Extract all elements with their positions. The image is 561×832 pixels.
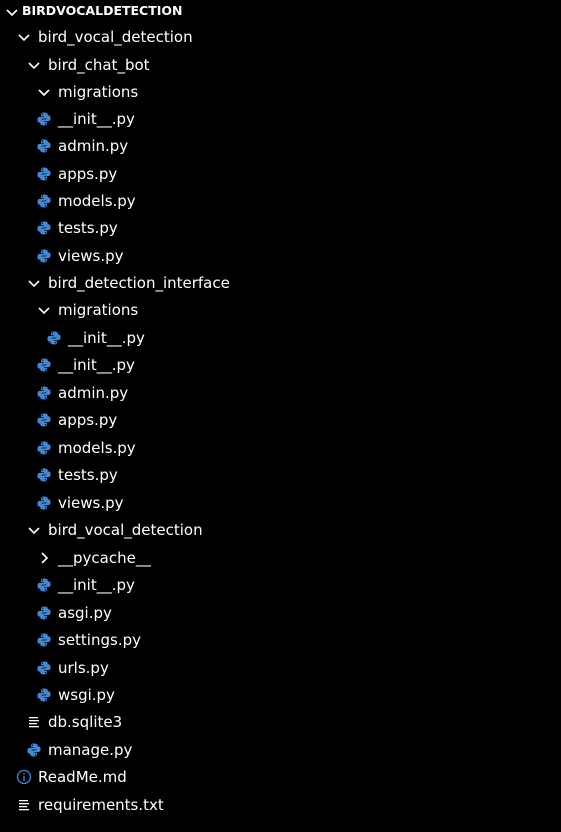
tree-item-label: views.py [58,247,124,265]
python-file-icon [36,193,52,209]
tree-item-label: urls.py [58,659,109,677]
lines-file-icon [26,714,42,730]
tree-item-label: requirements.txt [38,796,164,814]
chevron-down-icon [36,302,52,318]
python-file-icon [36,166,52,182]
tree-file-views[interactable]: views.py [36,490,124,516]
python-file-icon [36,220,52,236]
tree-file-models[interactable]: models.py [36,188,136,214]
tree-item-label: wsgi.py [58,686,115,704]
tree-item-label: __init__.py [58,110,135,128]
python-file-icon [36,138,52,154]
tree-file-tests[interactable]: tests.py [36,215,118,241]
tree-item-label: models.py [58,192,136,210]
python-file-icon [36,385,52,401]
tree-item-label: migrations [58,301,139,319]
python-file-icon [36,495,52,511]
tree-item-label: bird_chat_bot [48,56,150,74]
tree-folder-migrations[interactable]: migrations [36,297,138,323]
chevron-right-icon [36,550,52,566]
chevron-down-icon [26,522,42,538]
chevron-down-icon [36,84,52,100]
python-file-icon [46,330,62,346]
tree-item-label: apps.py [58,165,118,183]
tree-item-label: manage.py [48,741,133,759]
tree-folder-bird-detection-interface[interactable]: bird_detection_interface [26,270,230,296]
tree-folder-pycache[interactable]: __pycache__ [36,545,151,571]
tree-item-label: tests.py [58,219,118,237]
tree-folder-bird-chat-bot[interactable]: bird_chat_bot [26,52,150,78]
tree-file-wsgi[interactable]: wsgi.py [36,682,115,708]
tree-file-manage[interactable]: manage.py [26,737,132,763]
tree-item-label: __pycache__ [58,549,151,567]
python-file-icon [36,440,52,456]
chevron-down-icon [26,275,42,291]
python-file-icon [26,742,42,758]
python-file-icon [36,467,52,483]
tree-item-label: apps.py [58,411,118,429]
python-file-icon [36,632,52,648]
python-file-icon [36,660,52,676]
python-file-icon [36,687,52,703]
tree-item-label: __init__.py [58,576,135,594]
tree-file-asgi[interactable]: asgi.py [36,600,112,626]
tree-item-label: bird_detection_interface [48,274,230,292]
tree-file-readme[interactable]: ReadMe.md [16,764,127,790]
tree-file-views[interactable]: views.py [36,243,124,269]
tree-item-label: admin.py [58,384,129,402]
tree-file-init[interactable]: __init__.py [36,106,135,132]
chevron-down-icon [4,4,20,20]
chevron-down-icon [16,29,32,45]
python-file-icon [36,357,52,373]
tree-item-label: migrations [58,83,139,101]
tree-file-models[interactable]: models.py [36,435,136,461]
tree-item-label: tests.py [58,466,118,484]
tree-folder-migrations[interactable]: migrations [36,79,138,105]
tree-file-settings[interactable]: settings.py [36,627,141,653]
tree-file-apps[interactable]: apps.py [36,161,117,187]
tree-file-init[interactable]: __init__.py [36,352,135,378]
chevron-down-icon [26,57,42,73]
tree-item-label: views.py [58,494,124,512]
tree-item-label: bird_vocal_detection [38,28,193,46]
tree-file-admin[interactable]: admin.py [36,133,128,159]
tree-file-admin[interactable]: admin.py [36,380,128,406]
tree-file-db-sqlite3[interactable]: db.sqlite3 [26,709,122,735]
tree-item-label: settings.py [58,631,141,649]
python-file-icon [36,111,52,127]
python-file-icon [36,577,52,593]
python-file-icon [36,412,52,428]
python-file-icon [36,605,52,621]
lines-file-icon [16,797,32,813]
tree-item-label: __init__.py [58,356,135,374]
tree-item-label: models.py [58,439,136,457]
python-file-icon [36,248,52,264]
tree-file-tests[interactable]: tests.py [36,462,118,488]
tree-file-apps[interactable]: apps.py [36,407,117,433]
tree-item-label: admin.py [58,137,129,155]
explorer-section-title: BIRDVOCALDETECTION [22,3,183,18]
tree-file-init[interactable]: __init__.py [46,325,145,351]
tree-item-label: asgi.py [58,604,112,622]
explorer-section-header[interactable]: BIRDVOCALDETECTION [0,0,561,24]
tree-folder-bird-vocal-detection[interactable]: bird_vocal_detection [16,24,193,50]
tree-item-label: db.sqlite3 [48,713,123,731]
tree-folder-bird-vocal-detection-inner[interactable]: bird_vocal_detection [26,517,203,543]
tree-item-label: ReadMe.md [38,768,127,786]
tree-item-label: bird_vocal_detection [48,521,203,539]
tree-file-requirements[interactable]: requirements.txt [16,792,164,818]
info-icon [16,769,32,785]
tree-file-init[interactable]: __init__.py [36,572,135,598]
tree-item-label: __init__.py [68,329,145,347]
tree-file-urls[interactable]: urls.py [36,655,109,681]
